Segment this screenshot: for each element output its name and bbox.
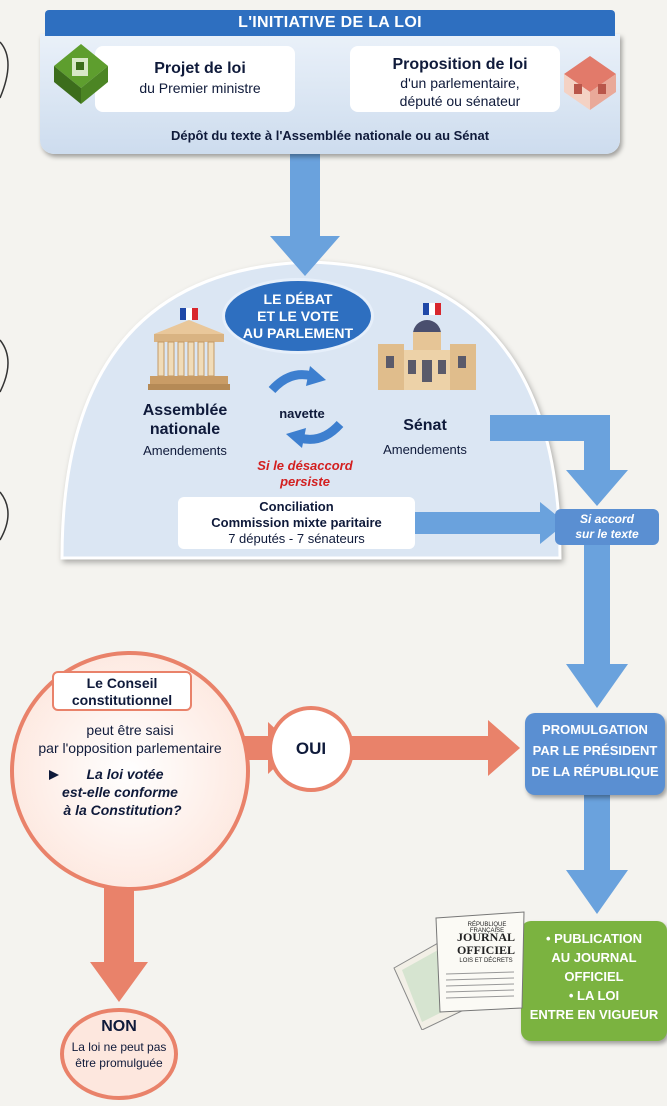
publication-line1: • PUBLICATION (545, 931, 643, 946)
journal-sub: LOIS ET DÉCRETS (459, 958, 513, 964)
assemblee-amendements: Amendements (143, 443, 227, 458)
arrow-oui-to-promulgation (352, 720, 520, 776)
publication-line3: OFFICIEL (564, 969, 624, 984)
arrow-initiative-to-debate (270, 154, 340, 276)
projet-subtitle: du Premier ministre (139, 80, 261, 96)
french-flag-icon (423, 303, 441, 315)
assemblee-line2: nationale (149, 421, 221, 438)
depot-text: Dépôt du texte à l'Assemblée nationale o… (170, 128, 490, 143)
promulgation-box (525, 713, 665, 795)
page-edge-mark (0, 41, 9, 99)
question-line2: est-elle conforme (62, 784, 178, 800)
non-title: NON (101, 1018, 137, 1035)
conseil-title-line1: Le Conseil (86, 675, 158, 691)
non-line2: être promulguée (75, 1056, 163, 1070)
publication-line2: AU JOURNAL (551, 950, 637, 965)
accord-line1: Si accord (579, 512, 635, 526)
senat-building-icon (378, 320, 476, 390)
journal-republique: RÉPUBLIQUE FRANÇAISE (467, 922, 507, 934)
conciliation-box (178, 497, 415, 549)
page-edge-mark (0, 491, 9, 541)
projet-title: Projet de loi (154, 60, 246, 77)
proposition-line2: député ou sénateur (399, 93, 521, 109)
accord-box (555, 509, 659, 545)
question-line3: à la Constitution? (63, 802, 182, 818)
arrow-conciliation-to-accord (415, 502, 566, 544)
promulgation-line3: DE LA RÉPUBLIQUE (531, 764, 659, 779)
non-circle (60, 1008, 178, 1100)
arrow-accord-to-promulgation (566, 545, 628, 708)
conseil-title-line2: constitutionnel (71, 692, 173, 708)
proposition-title: Proposition de loi (392, 56, 528, 73)
navette-label: navette (279, 406, 325, 421)
journal-title1: JOURNAL (456, 930, 515, 944)
publication-line5: ENTRE EN VIGUEUR (529, 1007, 659, 1022)
promulgation-line1: PROMULGATION (542, 722, 648, 737)
page-edge-mark (0, 339, 9, 393)
house-red-icon (564, 56, 616, 110)
question-line1: La loi votée (86, 766, 164, 782)
conciliation-line3: 7 députés - 7 sénateurs (228, 531, 365, 546)
conseil-saisi-line2: par l'opposition parlementaire (38, 740, 222, 756)
conciliation-line1: Conciliation (259, 499, 334, 514)
journal-officiel-icon: RÉPUBLIQUE FRANÇAISE JOURNAL OFFICIEL LO… (392, 908, 526, 1030)
triangle-bullet-icon (49, 770, 59, 780)
arrow-conseil-to-non (90, 888, 148, 1002)
conseil-title: Le Conseil constitutionnel (52, 671, 192, 711)
desaccord-line1: Si le désaccord (257, 458, 353, 473)
conciliation-line2: Commission mixte paritaire (211, 515, 382, 530)
initiative-header: L'INITIATIVE DE LA LOI (45, 10, 615, 36)
arrow-senat-to-accord (490, 415, 628, 506)
oui-circle: OUI (268, 706, 354, 792)
senat-title: Sénat (403, 417, 447, 434)
cycle-arrows-icon (268, 366, 344, 448)
debat-title-line1: LE DÉBAT (263, 290, 333, 307)
arrow-promulgation-to-publication (566, 795, 628, 914)
proposition-card (350, 46, 560, 112)
debat-title-line2: ET LE VOTE (257, 307, 339, 324)
accord-line2: sur le texte (575, 527, 639, 541)
conseil-saisi-line1: peut être saisi (86, 722, 174, 738)
non-line1: La loi ne peut pas (71, 1040, 167, 1054)
senat-amendements: Amendements (383, 442, 467, 457)
assemblee-building-icon (148, 320, 230, 390)
publication-line4: • LA LOI (568, 988, 620, 1003)
debat-title-line3: AU PARLEMENT (242, 324, 354, 341)
journal-paper-icon (393, 911, 525, 1030)
desaccord-line2: persiste (280, 474, 330, 489)
promulgation-line2: PAR LE PRÉSIDENT (532, 743, 658, 758)
house-green-icon (54, 44, 108, 104)
journal-title2: OFFICIEL (456, 943, 515, 957)
debat-title: LE DÉBAT ET LE VOTE AU PARLEMENT (222, 278, 374, 354)
assemblee-line1: Assemblée (142, 402, 228, 419)
french-flag-icon (180, 308, 198, 320)
proposition-line1: d'un parlementaire, (400, 75, 520, 91)
publication-box (521, 921, 667, 1041)
projet-card (95, 46, 295, 112)
